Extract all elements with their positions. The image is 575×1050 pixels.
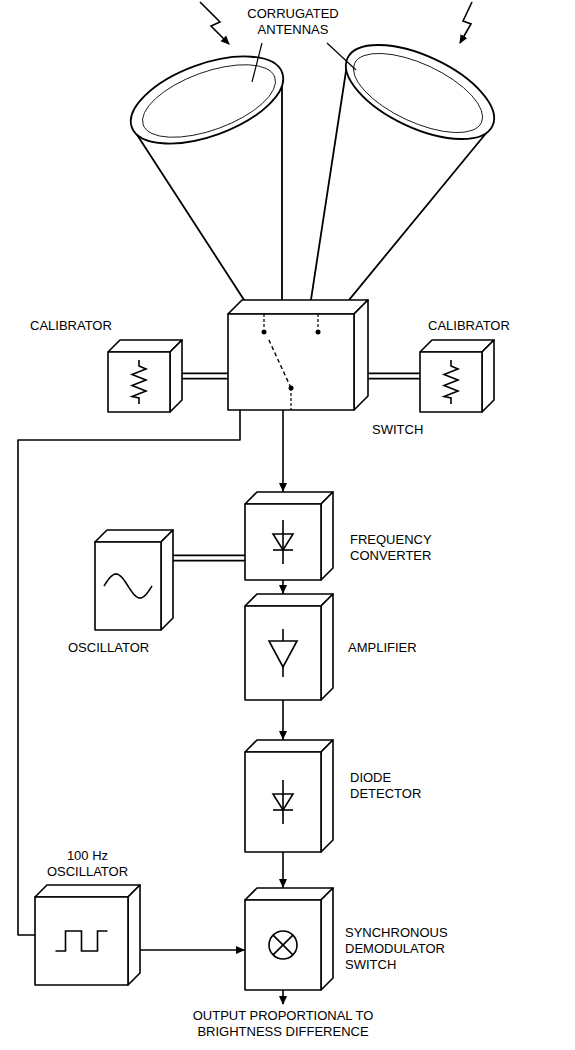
waveguide-connector <box>182 376 228 377</box>
component-label: DIODE DETECTOR <box>350 770 440 802</box>
signal-connector <box>279 410 287 492</box>
wire-line <box>140 949 245 951</box>
waveguide-bore <box>182 374 228 378</box>
switch-box: SWITCH <box>228 300 368 410</box>
component-label: SWITCH <box>372 422 462 438</box>
radiation-bolt <box>460 2 472 43</box>
waveguide-connector <box>368 376 420 377</box>
horn-mouth <box>120 39 295 161</box>
arrowhead <box>236 946 245 954</box>
amplifier-box: AMPLIFIER <box>245 594 333 700</box>
demodulator-box: SYNCHRONOUS DEMODULATOR SWITCH <box>245 888 333 990</box>
box-outline <box>228 300 368 410</box>
box-outline <box>245 492 333 580</box>
waveguide-wall <box>173 555 245 562</box>
component-label: SYNCHRONOUS DEMODULATOR SWITCH <box>345 925 470 973</box>
waveguide-wall <box>368 373 420 380</box>
box-outline <box>245 888 333 990</box>
arrowhead <box>279 483 287 492</box>
box-outline <box>95 530 173 630</box>
leader-line <box>327 43 356 70</box>
horn-mouth <box>332 26 507 159</box>
waveguide-bore <box>368 374 420 378</box>
box-outline <box>245 594 333 700</box>
component-label: CALIBRATOR <box>30 318 140 334</box>
signal-connector <box>279 580 287 594</box>
calibrator-box: CALIBRATOR <box>420 340 494 412</box>
signal-connector <box>279 852 287 888</box>
signal-connector <box>18 410 240 935</box>
component-label: FREQUENCY CONVERTER <box>350 532 460 564</box>
component-label: CALIBRATOR <box>428 318 548 334</box>
output-arrow <box>282 990 284 1004</box>
horn-corrugation <box>342 37 493 149</box>
box-outline <box>245 740 333 852</box>
radiation-bolt <box>200 2 229 44</box>
component-label: 100 Hz OSCILLATOR <box>40 848 135 880</box>
waveguide-wall <box>182 373 228 380</box>
waveguide-bore <box>173 556 245 560</box>
converter-box: FREQUENCY CONVERTER <box>245 492 333 580</box>
horn-corrugation <box>133 50 284 152</box>
antenna-label: CORRUGATED ANTENNAS <box>233 6 353 38</box>
arrowhead <box>279 879 287 888</box>
arrowhead <box>279 585 287 594</box>
waveguide-connector <box>173 558 245 559</box>
component-label: OSCILLATOR <box>68 640 188 656</box>
oscillator-box: 100 Hz OSCILLATOR <box>35 885 140 985</box>
wire-line <box>282 410 284 492</box>
signal-connector <box>140 946 245 954</box>
box-outline <box>35 885 140 985</box>
component-label: AMPLIFIER <box>348 640 468 656</box>
box-outline <box>108 340 182 412</box>
wire-line <box>18 410 240 935</box>
calibrator-box: CALIBRATOR <box>108 340 182 412</box>
oscillator-box: OSCILLATOR <box>95 530 173 630</box>
box-outline <box>420 340 494 412</box>
leader-line <box>252 43 262 82</box>
signal-connector <box>279 700 287 740</box>
arrowhead <box>279 731 287 740</box>
detector-box: DIODE DETECTOR <box>245 740 333 852</box>
output-label: OUTPUT PROPORTIONAL TO BRIGHTNESS DIFFER… <box>178 1008 388 1040</box>
